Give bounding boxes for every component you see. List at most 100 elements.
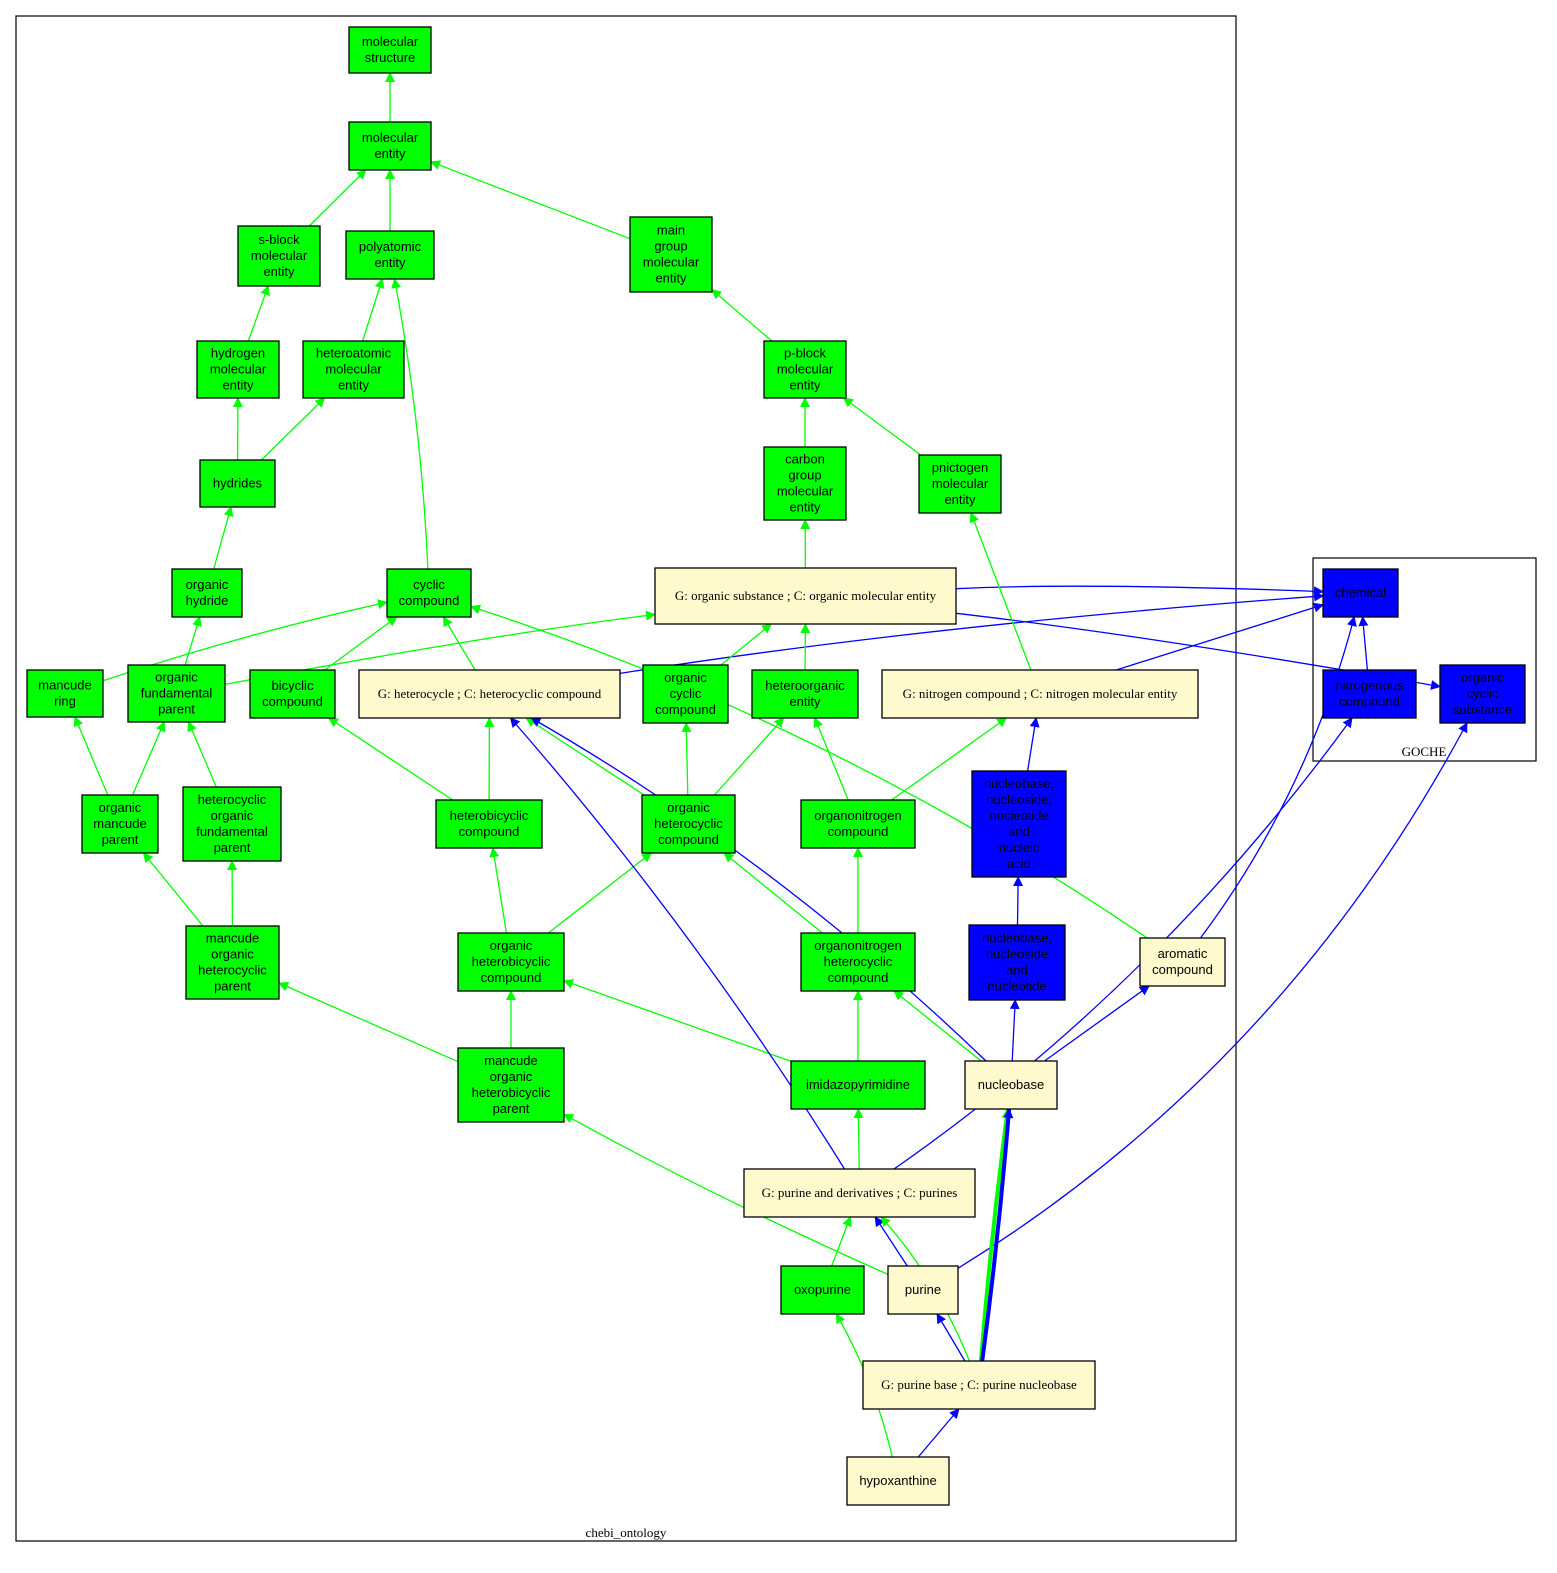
node-label-line: compound — [262, 694, 323, 709]
node-label-line: polyatomic — [359, 239, 422, 254]
node-label-line: hydrides — [213, 476, 263, 491]
node-box — [348, 26, 432, 74]
node-label-line: compound — [658, 832, 719, 847]
node-label-line: fundamental — [196, 824, 268, 839]
node-box — [237, 225, 321, 287]
edge-aromatic-to-cyclic-compound — [470, 604, 1148, 939]
edge-hydrides-to-heteroatomic — [260, 397, 326, 461]
node-hydrides[interactable]: hydrides — [199, 459, 276, 508]
node-label-line: carbon — [785, 452, 825, 467]
node-label-line: hydrogen — [211, 346, 265, 361]
node-label-line: organic — [211, 808, 254, 823]
edge-nucleobase-to-heterocycle — [530, 717, 987, 1062]
node-label-line: mancude — [93, 816, 146, 831]
node-label-line: group — [654, 239, 687, 254]
node-label-line: mancude — [484, 1053, 537, 1068]
node-box — [348, 121, 432, 171]
node-purines[interactable]: G: purine and derivatives ; C: purines — [743, 1168, 976, 1218]
node-nucleobase[interactable]: nucleobase — [964, 1060, 1058, 1110]
edge-organonitrogen-hetero-to-organic-heterocyclic — [723, 852, 823, 934]
node-label-line: entity — [655, 271, 687, 286]
node-box — [1322, 669, 1417, 719]
node-label-line: entity — [374, 146, 406, 161]
node-heterocycle[interactable]: G: heterocycle ; C: heterocyclic compoun… — [358, 669, 621, 719]
node-label-line: substance — [1453, 702, 1512, 717]
node-label-line: heterocyclic — [654, 816, 723, 831]
node-chemical[interactable]: chemical — [1322, 568, 1399, 618]
edge-organic-fundamental-parent-to-organic-hydride — [184, 616, 202, 666]
node-label-line: organic — [186, 577, 229, 592]
edge-organonitrogen-to-heteroorganic — [813, 717, 849, 801]
node-purine-base[interactable]: G: purine base ; C: purine nucleobase — [862, 1360, 1096, 1410]
node-label-line: hydride — [186, 593, 229, 608]
edge-organic-substance-to-chemical — [955, 585, 1324, 597]
node-label-line: molecular — [777, 362, 834, 377]
node-label-line: entity — [789, 694, 821, 709]
node-box — [345, 230, 435, 280]
node-nnna[interactable]: nucleobase,nucleoside,nucleotideandnucle… — [971, 770, 1067, 878]
edge-nitrogen-compound-to-chemical — [1116, 602, 1324, 671]
node-box — [386, 568, 472, 618]
node-imidazopyrimidine[interactable]: imidazopyrimidine — [790, 1060, 926, 1110]
node-label-line: fundamental — [141, 686, 213, 701]
node-label-line: mancude — [206, 931, 259, 946]
edge-purine-base-to-nucleobase — [978, 1108, 1012, 1362]
edge-mancude-ohp-to-organic-mancude-parent — [142, 852, 204, 927]
node-label-line: compound — [481, 970, 542, 985]
node-label-line: heteroorganic — [765, 678, 845, 693]
node-purine[interactable]: purine — [887, 1265, 959, 1315]
node-label-line: compound — [459, 824, 520, 839]
node-label-line: heterocyclic — [824, 954, 893, 969]
node-label-line: molecular — [362, 130, 419, 145]
node-oxopurine[interactable]: oxopurine — [780, 1265, 865, 1315]
node-nitrogen-compound[interactable]: G: nitrogen compound ; C: nitrogen molec… — [881, 669, 1199, 719]
node-label-line: heteroatomic — [316, 346, 392, 361]
node-label-line: molecular — [210, 362, 267, 377]
node-label-line: compound — [1339, 694, 1400, 709]
node-label-line: entity — [789, 500, 821, 515]
node-label-line: structure — [365, 50, 416, 65]
edge-bicyclic-compound-to-cyclic-compound — [324, 616, 398, 671]
node-organic-substance[interactable]: G: organic substance ; C: organic molecu… — [654, 567, 957, 625]
node-label-line: imidazopyrimidine — [806, 1077, 910, 1092]
node-label-line: G: purine and derivatives ; C: purines — [762, 1185, 958, 1200]
node-label-line: entity — [374, 255, 406, 270]
node-label-line: hypoxanthine — [859, 1473, 936, 1488]
node-box — [199, 459, 276, 508]
node-label-line: organic — [211, 947, 254, 962]
node-hypoxanthine[interactable]: hypoxanthine — [846, 1456, 950, 1506]
node-label-line: nucleobase, — [984, 776, 1054, 791]
cluster-chebi-ontology: chebi_ontology — [15, 15, 1237, 1542]
cluster-chebi-label: chebi_ontology — [586, 1525, 667, 1540]
